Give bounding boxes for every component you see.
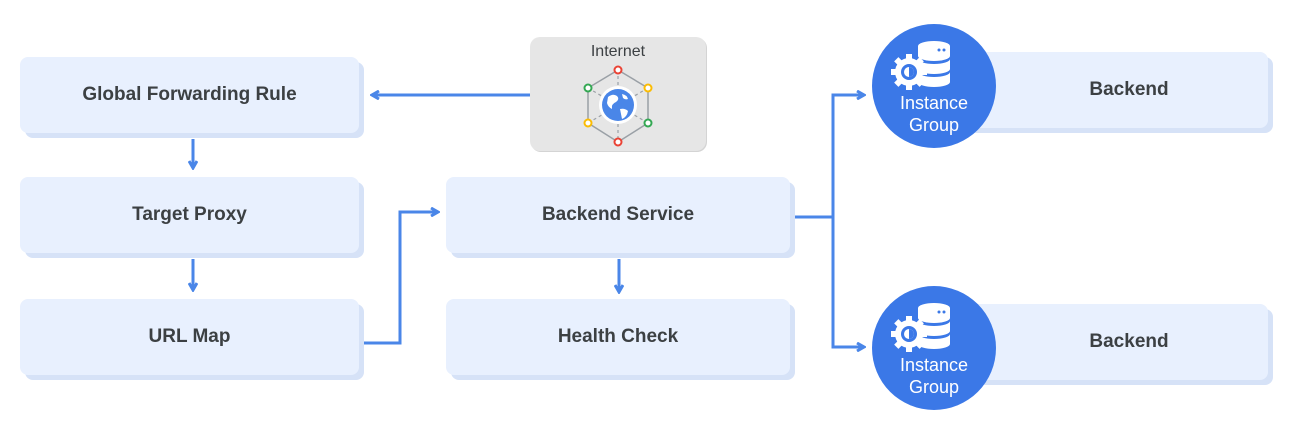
- arrow-url-map-to-backend-service: [363, 212, 438, 345]
- backend-node-2: Backend: [960, 304, 1268, 380]
- arrow-to-instance-group-1: [831, 95, 864, 217]
- backend-service-label: Backend Service: [541, 204, 695, 225]
- instance-group-node-2: Instance Group: [872, 286, 996, 410]
- instance-group-1-label: Instance Group: [899, 93, 969, 135]
- global-forwarding-rule-label: Global Forwarding Rule: [82, 84, 297, 105]
- backend-2-label: Backend: [1089, 331, 1169, 352]
- internet-label: Internet: [590, 43, 646, 60]
- target-proxy-label: Target Proxy: [132, 204, 247, 225]
- database-gear-icon: [891, 303, 950, 352]
- global-forwarding-rule-node: Global Forwarding Rule: [20, 57, 359, 133]
- url-map-label: URL Map: [148, 326, 231, 347]
- target-proxy-node: Target Proxy: [20, 177, 359, 253]
- url-map-node: URL Map: [20, 299, 359, 375]
- globe-network-icon: [583, 65, 653, 147]
- backend-service-node: Backend Service: [446, 177, 790, 253]
- internet-node: Internet: [530, 37, 706, 151]
- instance-group-node-1: Instance Group: [872, 24, 996, 148]
- health-check-node: Health Check: [446, 299, 790, 375]
- backend-1-label: Backend: [1089, 79, 1169, 100]
- health-check-label: Health Check: [557, 326, 679, 347]
- backend-node-1: Backend: [960, 52, 1268, 128]
- instance-group-2-label: Instance Group: [899, 355, 969, 397]
- database-gear-icon: [891, 41, 950, 90]
- arrow-to-instance-group-2: [831, 217, 864, 347]
